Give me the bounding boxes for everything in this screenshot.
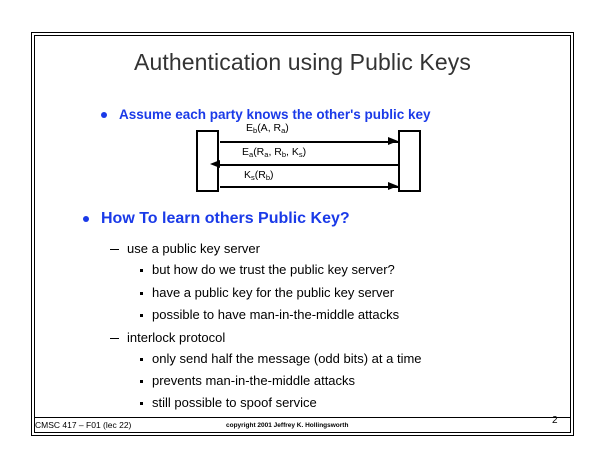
list-item-label: possible to have man-in-the-middle attac… [152,307,400,322]
list-item-label: but how do we trust the public key serve… [152,262,395,277]
dash-icon [110,337,119,339]
slide-frame-outer [31,32,574,436]
message-label-2: Ea(Ra, Rb, Ks) [242,146,307,159]
slide-frame-inner [34,35,571,433]
bullet-interlock-protocol: interlock protocol [110,330,225,345]
message-label-1: Eb(A, Ra) [246,122,289,135]
arrow-right-icon-3 [388,181,398,190]
square-bullet-icon [140,357,143,361]
square-bullet-icon [140,379,143,383]
list-item: have a public key for the public key ser… [140,285,394,300]
list-item: possible to have man-in-the-middle attac… [140,307,399,322]
bullet-dot-icon [101,111,107,118]
list-item-label: only send half the message (odd bits) at… [152,351,422,366]
list-item-label: prevents man-in-the-middle attacks [152,373,356,388]
dash-icon [110,248,119,250]
message-line-2 [220,164,398,166]
footer-copyright-label: copyright 2001 Jeffrey K. Hollingsworth [226,422,349,429]
list-item-label: have a public key for the public key ser… [152,285,395,300]
bullet-use-public-key-server-label: use a public key server [127,241,260,256]
bullet-assume-label: Assume each party knows the other's publ… [119,107,431,122]
message-line-3 [220,186,398,188]
bullet-assume: Assume each party knows the other's publ… [101,107,431,122]
list-item: prevents man-in-the-middle attacks [140,373,355,388]
bullet-dot-icon [83,216,89,222]
list-item: only send half the message (odd bits) at… [140,351,422,366]
square-bullet-icon [140,401,143,405]
bullet-interlock-protocol-label: interlock protocol [127,330,226,345]
page-number: 2 [552,415,558,426]
footer-divider [35,417,570,418]
bullet-use-public-key-server: use a public key server [110,241,260,256]
arrow-right-icon-1 [388,136,398,145]
arrow-left-icon-2 [210,159,220,168]
list-item: but how do we trust the public key serve… [140,262,395,277]
party-box-right [398,130,421,192]
message-line-1 [220,141,398,143]
list-item: still possible to spoof service [140,395,317,410]
bullet-how-to-learn-label: How To learn others Public Key? [101,210,350,227]
protocol-diagram: Eb(A, Ra) Ea(Ra, Rb, Ks) Ks(Rb) [190,122,430,198]
bullet-how-to-learn: How To learn others Public Key? [83,210,350,228]
square-bullet-icon [140,268,143,272]
footer-course-label: CMSC 417 – F01 (lec 22) [35,420,132,430]
message-label-3: Ks(Rb) [244,169,274,182]
square-bullet-icon [140,313,143,317]
square-bullet-icon [140,291,143,295]
list-item-label: still possible to spoof service [152,395,317,410]
slide-title: Authentication using Public Keys [134,49,471,75]
